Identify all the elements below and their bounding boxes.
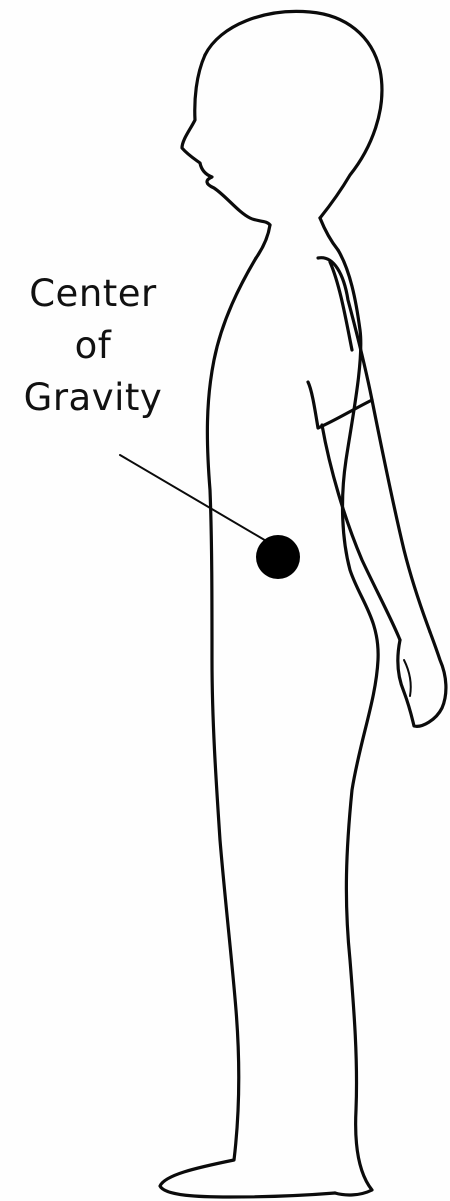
neck-back [320, 218, 338, 250]
arm-front [322, 425, 400, 640]
hand-outline [398, 632, 446, 726]
sleeve-outline [308, 258, 372, 428]
neck-front [256, 225, 270, 258]
center-of-gravity-marker [256, 535, 300, 579]
head-outline [205, 11, 382, 218]
front-body-outline [160, 258, 335, 1197]
face-profile [182, 55, 270, 225]
pointer-line [120, 455, 268, 542]
